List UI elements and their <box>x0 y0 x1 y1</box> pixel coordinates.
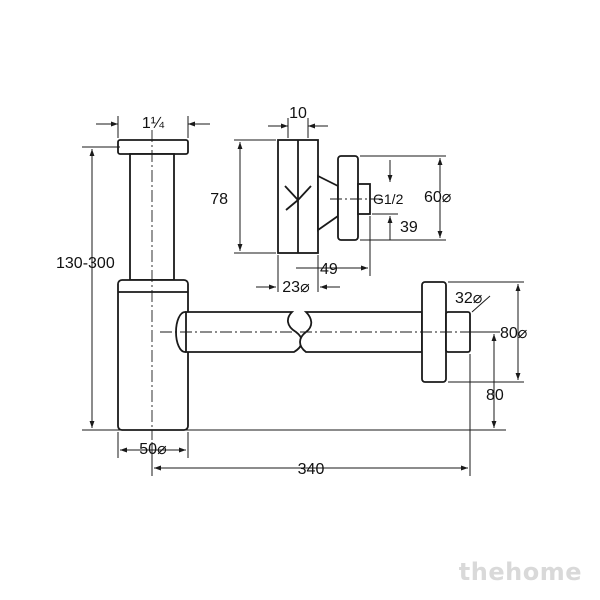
dimension-valve-depth: 49 <box>296 216 371 278</box>
dimension-wall-flange: 80⌀ <box>448 281 528 383</box>
dimension-valve-width: 10 <box>268 105 328 138</box>
dimension-height: 130-300 <box>56 146 120 431</box>
bottle-trap <box>117 130 482 440</box>
dimension-pipe-diameter: 32⌀ <box>455 290 491 313</box>
valve-height-label: 78 <box>210 191 228 208</box>
overall-length-label: 340 <box>298 461 325 478</box>
height-range-label: 130-300 <box>56 255 115 272</box>
dimension-body-diameter: 50⌀ <box>117 432 189 458</box>
watermark: thehome <box>459 558 582 586</box>
valve-thread-label: G1/2 <box>373 191 404 207</box>
dimension-overall-length: 340 <box>151 354 471 478</box>
dimension-thread-offset: 39 <box>372 213 418 240</box>
inlet-cap <box>117 139 189 155</box>
valve-detail <box>277 139 385 254</box>
dimension-valve-flange: 60⌀ <box>360 155 452 241</box>
valve-bore-label: 23⌀ <box>282 279 310 296</box>
thread-offset-label: 39 <box>400 219 418 236</box>
body-diameter-label: 50⌀ <box>139 441 167 458</box>
valve-flange <box>337 155 359 241</box>
pipe-diameter-label: 32⌀ <box>455 290 483 307</box>
inlet-size-label: 1¼ <box>142 115 165 132</box>
outlet-height-label: 80 <box>486 387 504 404</box>
dimension-inlet: 1¼ <box>96 115 210 138</box>
trap-body <box>117 279 189 431</box>
dimension-valve-height: 78 <box>210 139 276 254</box>
valve-depth-label: 49 <box>320 261 338 278</box>
valve-neck <box>317 174 339 232</box>
dimension-outlet-height: 80 <box>472 331 504 428</box>
valve-width-label: 10 <box>289 105 307 122</box>
dimension-valve-thread: G1/2 <box>373 160 404 207</box>
dimension-valve-bore: 23⌀ <box>256 255 340 296</box>
flange-diameter-label: 60⌀ <box>424 189 452 206</box>
wall-flange-diameter-label: 80⌀ <box>500 325 528 342</box>
